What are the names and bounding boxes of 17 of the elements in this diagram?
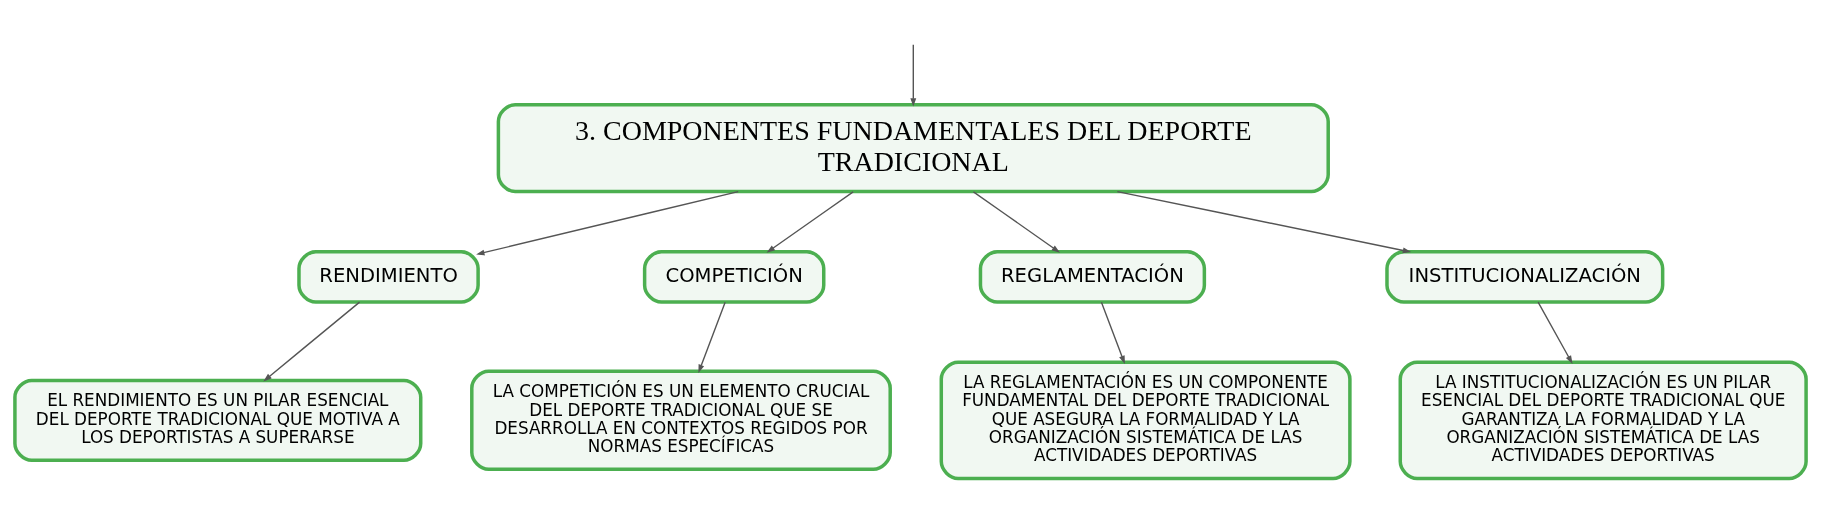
arrow: [1100, 300, 1125, 364]
arrow: [766, 190, 854, 253]
node-box: REGLAMENTACIÓN: [978, 249, 1207, 304]
node-box: LA INSTITUCIONALIZACIÓN ES UN PILAR ESENCIAL DEL DEPORTE TRADICIONAL QUE GARANTIZA LA FORMALIDAD Y LA ORGANIZACIÓN SISTEMÁTICA DE LAS ACTIVIDADES DEPORTIVAS: [1398, 360, 1808, 480]
node-box: LA COMPETICIÓN ES UN ELEMENTO CRUCIAL DEL DEPORTE TRADICIONAL QUE SE DESARROLLA EN CONTEXTOS REGIDOS POR NORMAS ESPECÍFICAS: [470, 369, 892, 471]
arrow: [698, 300, 726, 373]
arrow: [263, 300, 361, 381]
node-box: EL RENDIMIENTO ES UN PILAR ESENCIAL DEL DEPORTE TRADICIONAL QUE MOTIVA A LOS DEPORTISTAS A SUPERARSE: [13, 378, 423, 462]
node-box: RENDIMIENTO: [297, 249, 480, 304]
arrow: [972, 190, 1061, 253]
node-box: LA REGLAMENTACIÓN ES UN COMPONENTE FUNDAMENTAL DEL DEPORTE TRADICIONAL QUE ASEGURA LA FORMALIDAD Y LA ORGANIZACIÓN SISTEMÁTICA DE LAS ACTIVIDADES DEPORTIVAS: [939, 360, 1352, 480]
node-box: COMPETICIÓN: [642, 249, 826, 304]
arrow: [1537, 300, 1573, 364]
arrow: [1116, 190, 1412, 253]
arrow: [476, 190, 739, 255]
node-box: 3. COMPONENTES FUNDAMENTALES DEL DEPORTE TRADICIONAL: [496, 102, 1330, 193]
arrow: [910, 43, 917, 107]
